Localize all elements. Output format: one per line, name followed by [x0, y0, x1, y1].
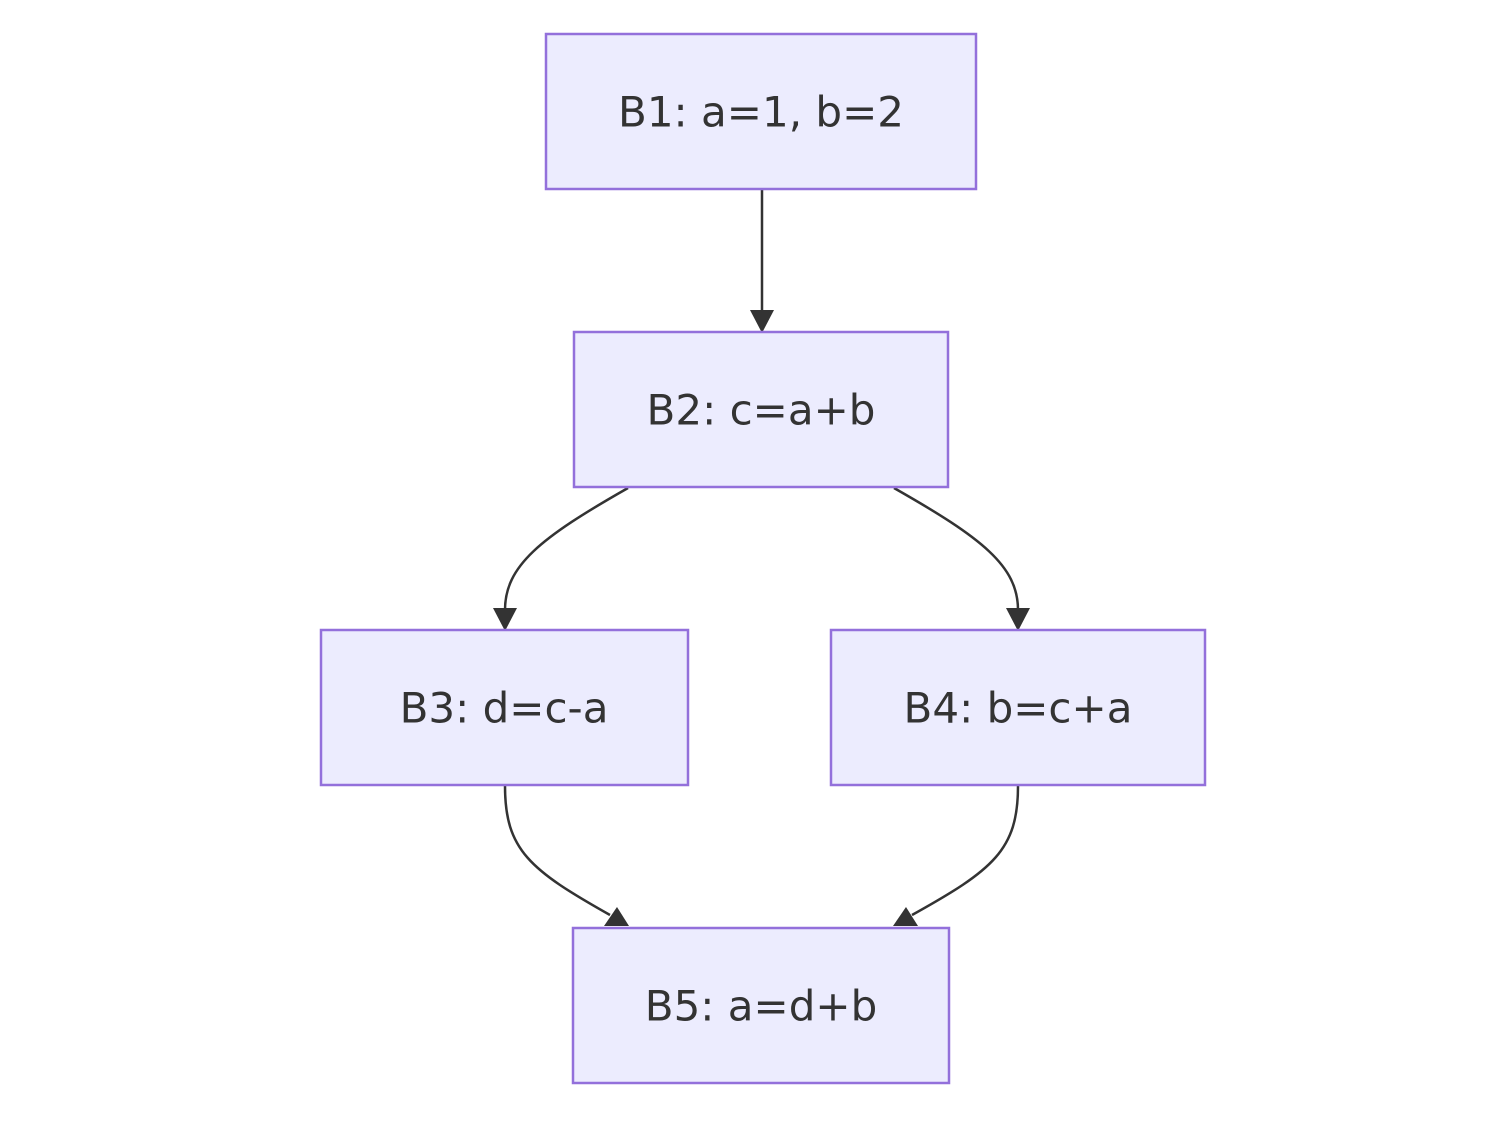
node-box — [572, 330, 950, 489]
edge-b2-b4 — [893, 486, 1030, 631]
node-box — [571, 926, 951, 1085]
edge-b4-b5 — [893, 785, 1020, 926]
node-label: B3: d=c-a — [400, 684, 609, 733]
node-b5: B5: a=d+b — [571, 926, 951, 1085]
edge-b3-b5 — [503, 785, 629, 926]
edge-line — [911, 785, 1020, 917]
node-box — [544, 32, 978, 191]
node-label: B2: c=a+b — [647, 386, 876, 435]
edge-b1-b2 — [750, 189, 774, 333]
node-label: B1: a=1, b=2 — [618, 88, 904, 137]
arrowhead-icon — [604, 907, 629, 926]
edge-line — [503, 486, 629, 611]
node-b1: B1: a=1, b=2 — [544, 32, 978, 191]
node-b3: B3: d=c-a — [319, 628, 690, 787]
node-box — [829, 628, 1207, 787]
node-label: B5: a=d+b — [645, 982, 877, 1031]
arrowhead-icon — [750, 310, 774, 333]
node-b2: B2: c=a+b — [572, 330, 950, 489]
arrowhead-icon — [1006, 608, 1030, 631]
edge-line — [503, 785, 611, 917]
node-b4: B4: b=c+a — [829, 628, 1207, 787]
node-label: B4: b=c+a — [904, 684, 1133, 733]
edge-line — [893, 486, 1020, 611]
arrowhead-icon — [493, 608, 517, 631]
edge-b2-b3 — [493, 486, 629, 631]
node-box — [319, 628, 690, 787]
arrowhead-icon — [893, 907, 918, 926]
